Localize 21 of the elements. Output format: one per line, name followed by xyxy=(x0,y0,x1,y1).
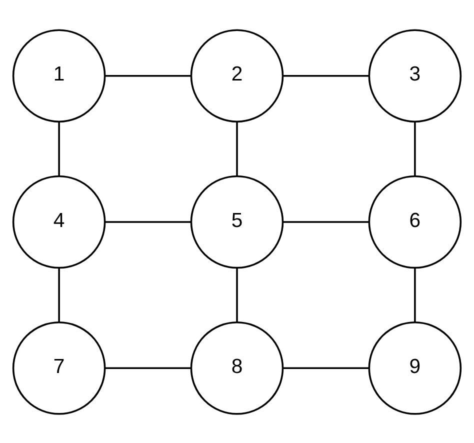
connector xyxy=(104,220,192,222)
connector xyxy=(414,267,416,322)
node-circle: 5 xyxy=(190,174,284,268)
node-circle: 2 xyxy=(190,28,284,122)
node-circle: 3 xyxy=(368,28,462,122)
node-circle: 8 xyxy=(190,321,284,414)
connector xyxy=(414,121,416,176)
connector xyxy=(58,121,60,176)
node-circle: 6 xyxy=(368,174,462,268)
node-circle: 1 xyxy=(12,28,106,122)
connector xyxy=(282,74,370,76)
connector xyxy=(104,74,192,76)
connector xyxy=(236,267,238,322)
connector xyxy=(58,267,60,322)
node-circle: 7 xyxy=(12,321,106,414)
node-circle: 4 xyxy=(12,174,106,268)
node-circle: 9 xyxy=(368,321,462,414)
connector xyxy=(236,121,238,176)
connector xyxy=(282,366,370,369)
connector xyxy=(282,220,370,222)
connector xyxy=(104,366,192,369)
